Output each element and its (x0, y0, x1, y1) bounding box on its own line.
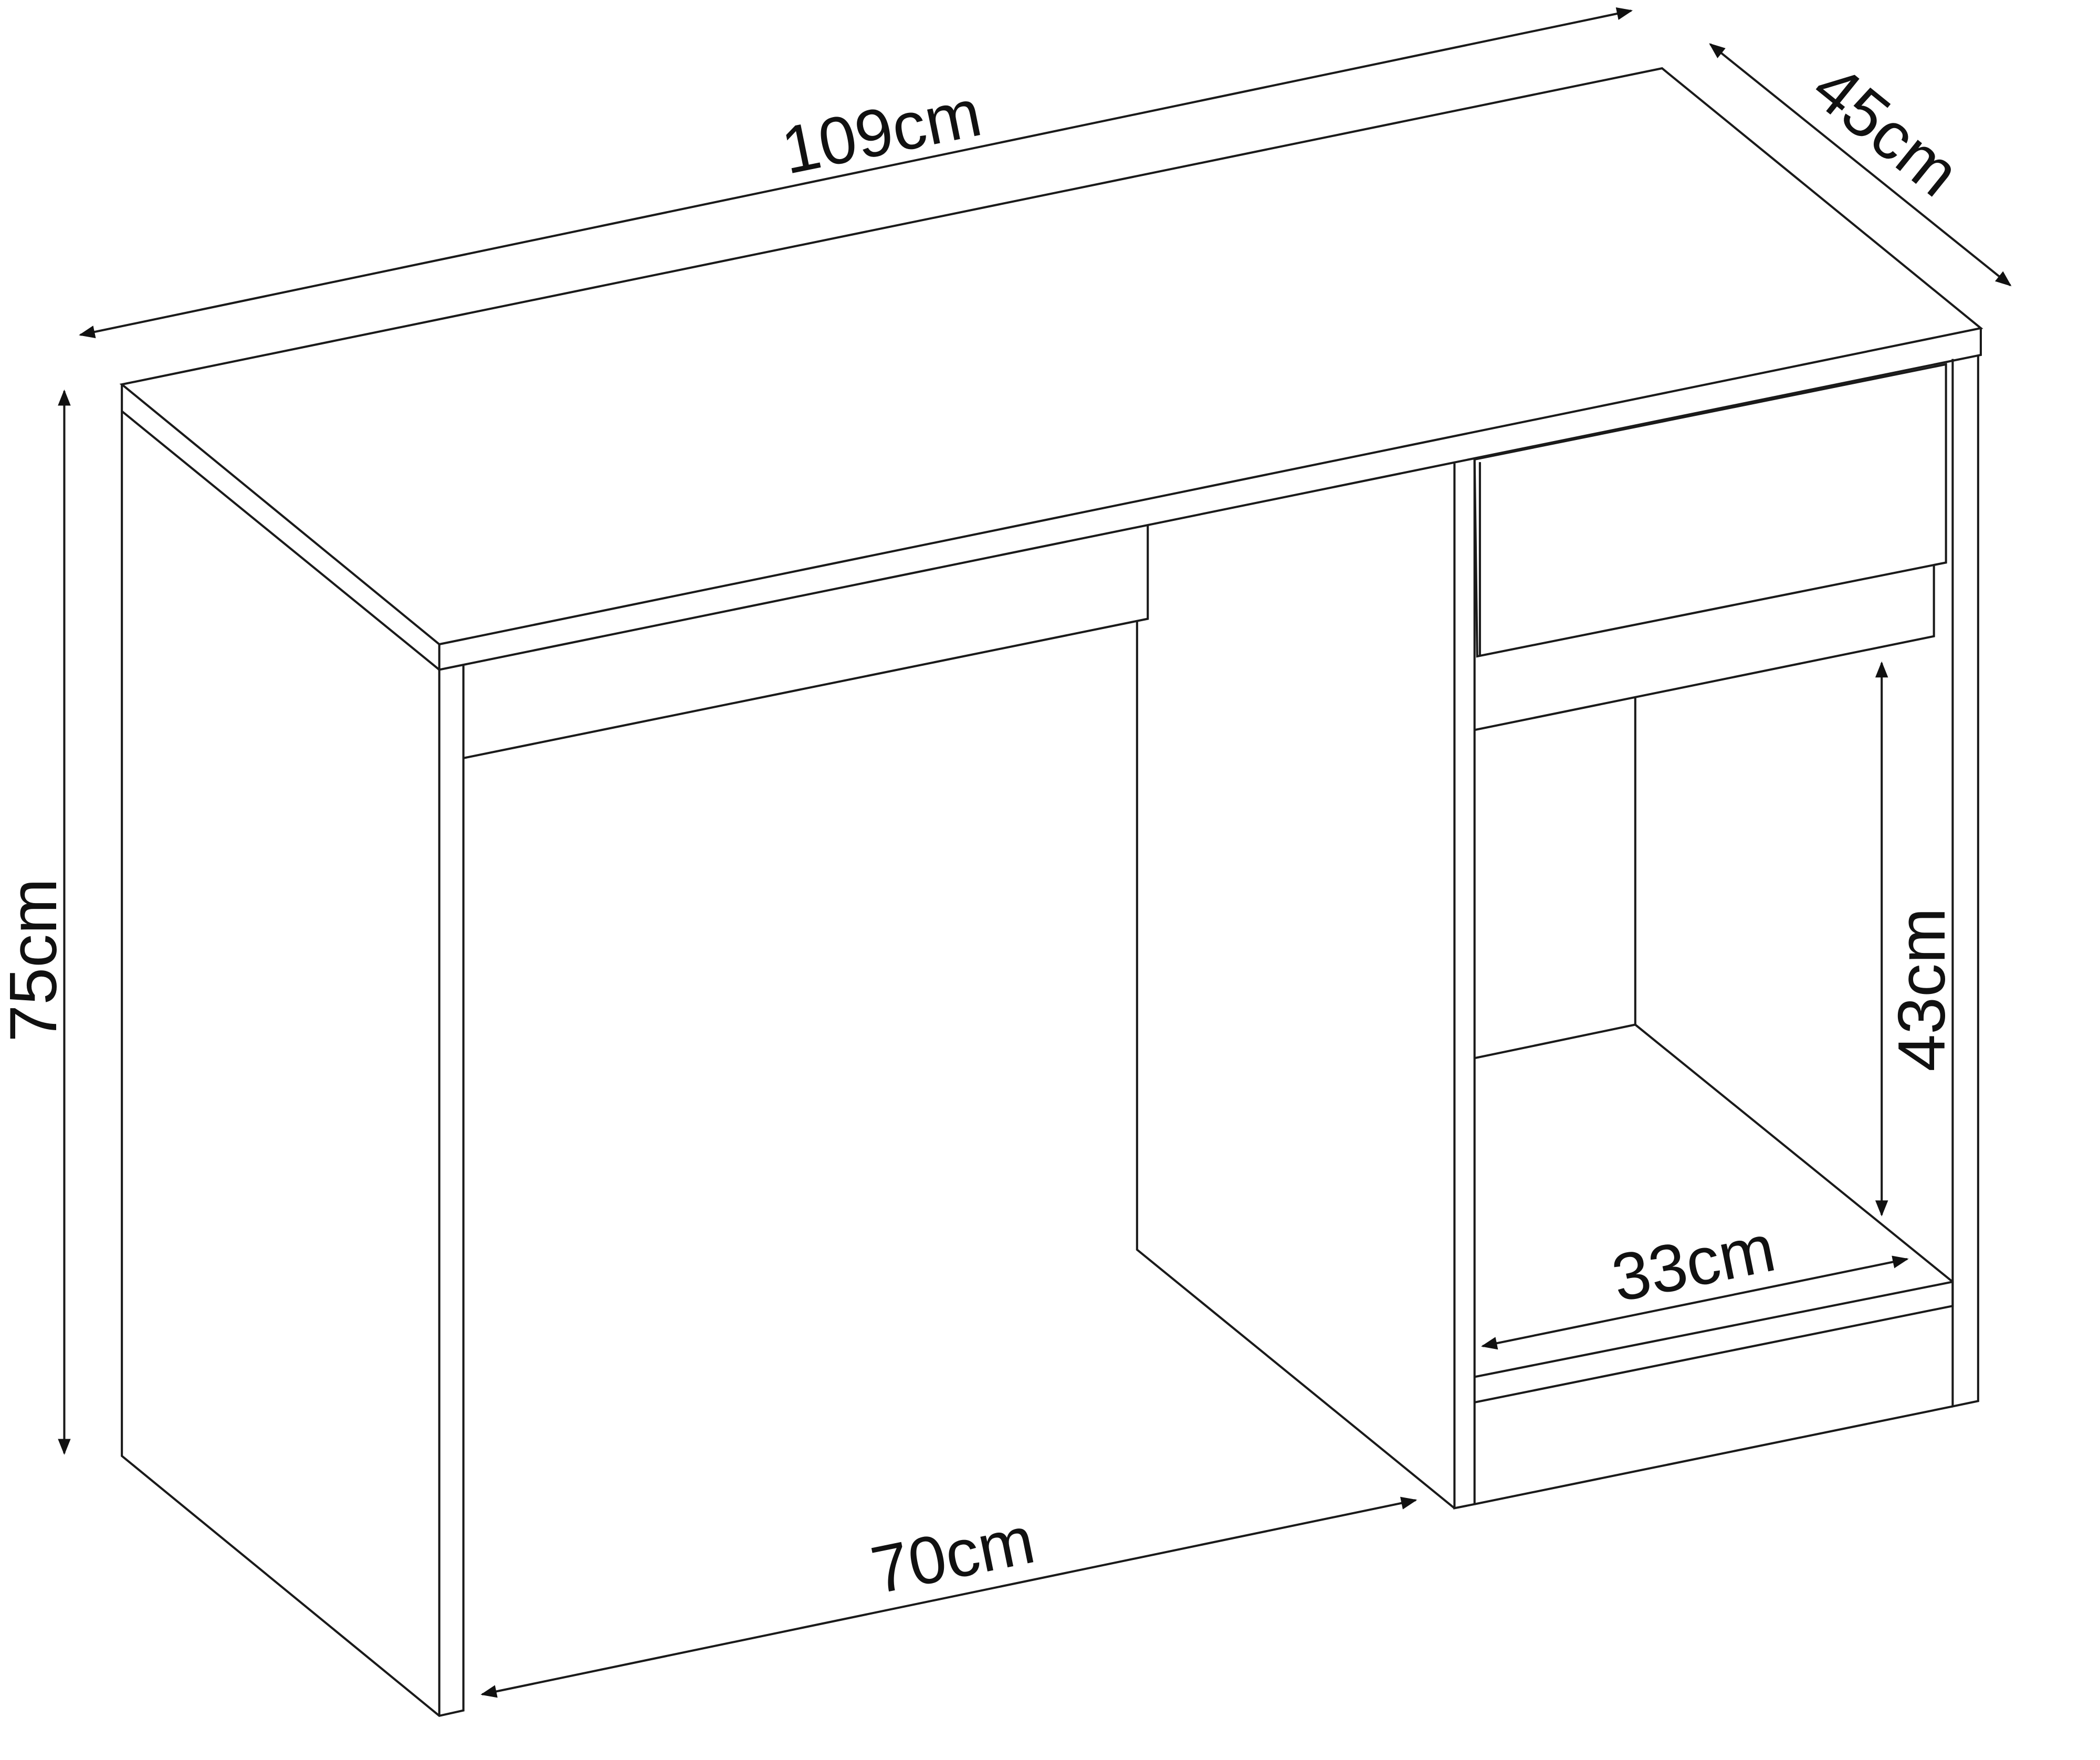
drawer-front (1473, 363, 1947, 658)
bottom-shelf (1474, 1280, 1954, 1403)
shelf-back-bottom (1474, 1023, 1954, 1283)
depth-dimension-arrow (1709, 43, 2012, 287)
height-label: 75cm (0, 878, 71, 1042)
pedestal-left-panel (1453, 459, 1476, 1510)
knee-space-label: 70cm (865, 1503, 1041, 1608)
shelf-width-dimension-arrow (1480, 1255, 1909, 1350)
shelf-width-label: 33cm (1606, 1211, 1781, 1316)
dimension-labels: 109cm 45cm 75cm 70cm 43cm 33cm (0, 50, 1973, 1608)
knee-space-dimension-arrow (480, 1496, 1418, 1698)
width-dimension-arrow (79, 7, 1633, 339)
depth-label: 45cm (1799, 50, 1973, 211)
left-side-panel (121, 411, 465, 1717)
desktop-top-face (119, 67, 1983, 646)
apron-panel (463, 525, 1149, 759)
dimension-lines (58, 7, 2012, 1698)
desktop-front-edge (438, 328, 1982, 671)
drawer-rail (1474, 565, 1935, 731)
desk-outline (119, 67, 1983, 1717)
plinth-bottom (1474, 1405, 1953, 1505)
desktop-left-edge (121, 384, 440, 671)
pedestal-right-panel (1951, 356, 1979, 1408)
apron-back (1136, 620, 1455, 1509)
shelf-height-label: 43cm (1885, 908, 1959, 1072)
width-label: 109cm (775, 76, 987, 188)
